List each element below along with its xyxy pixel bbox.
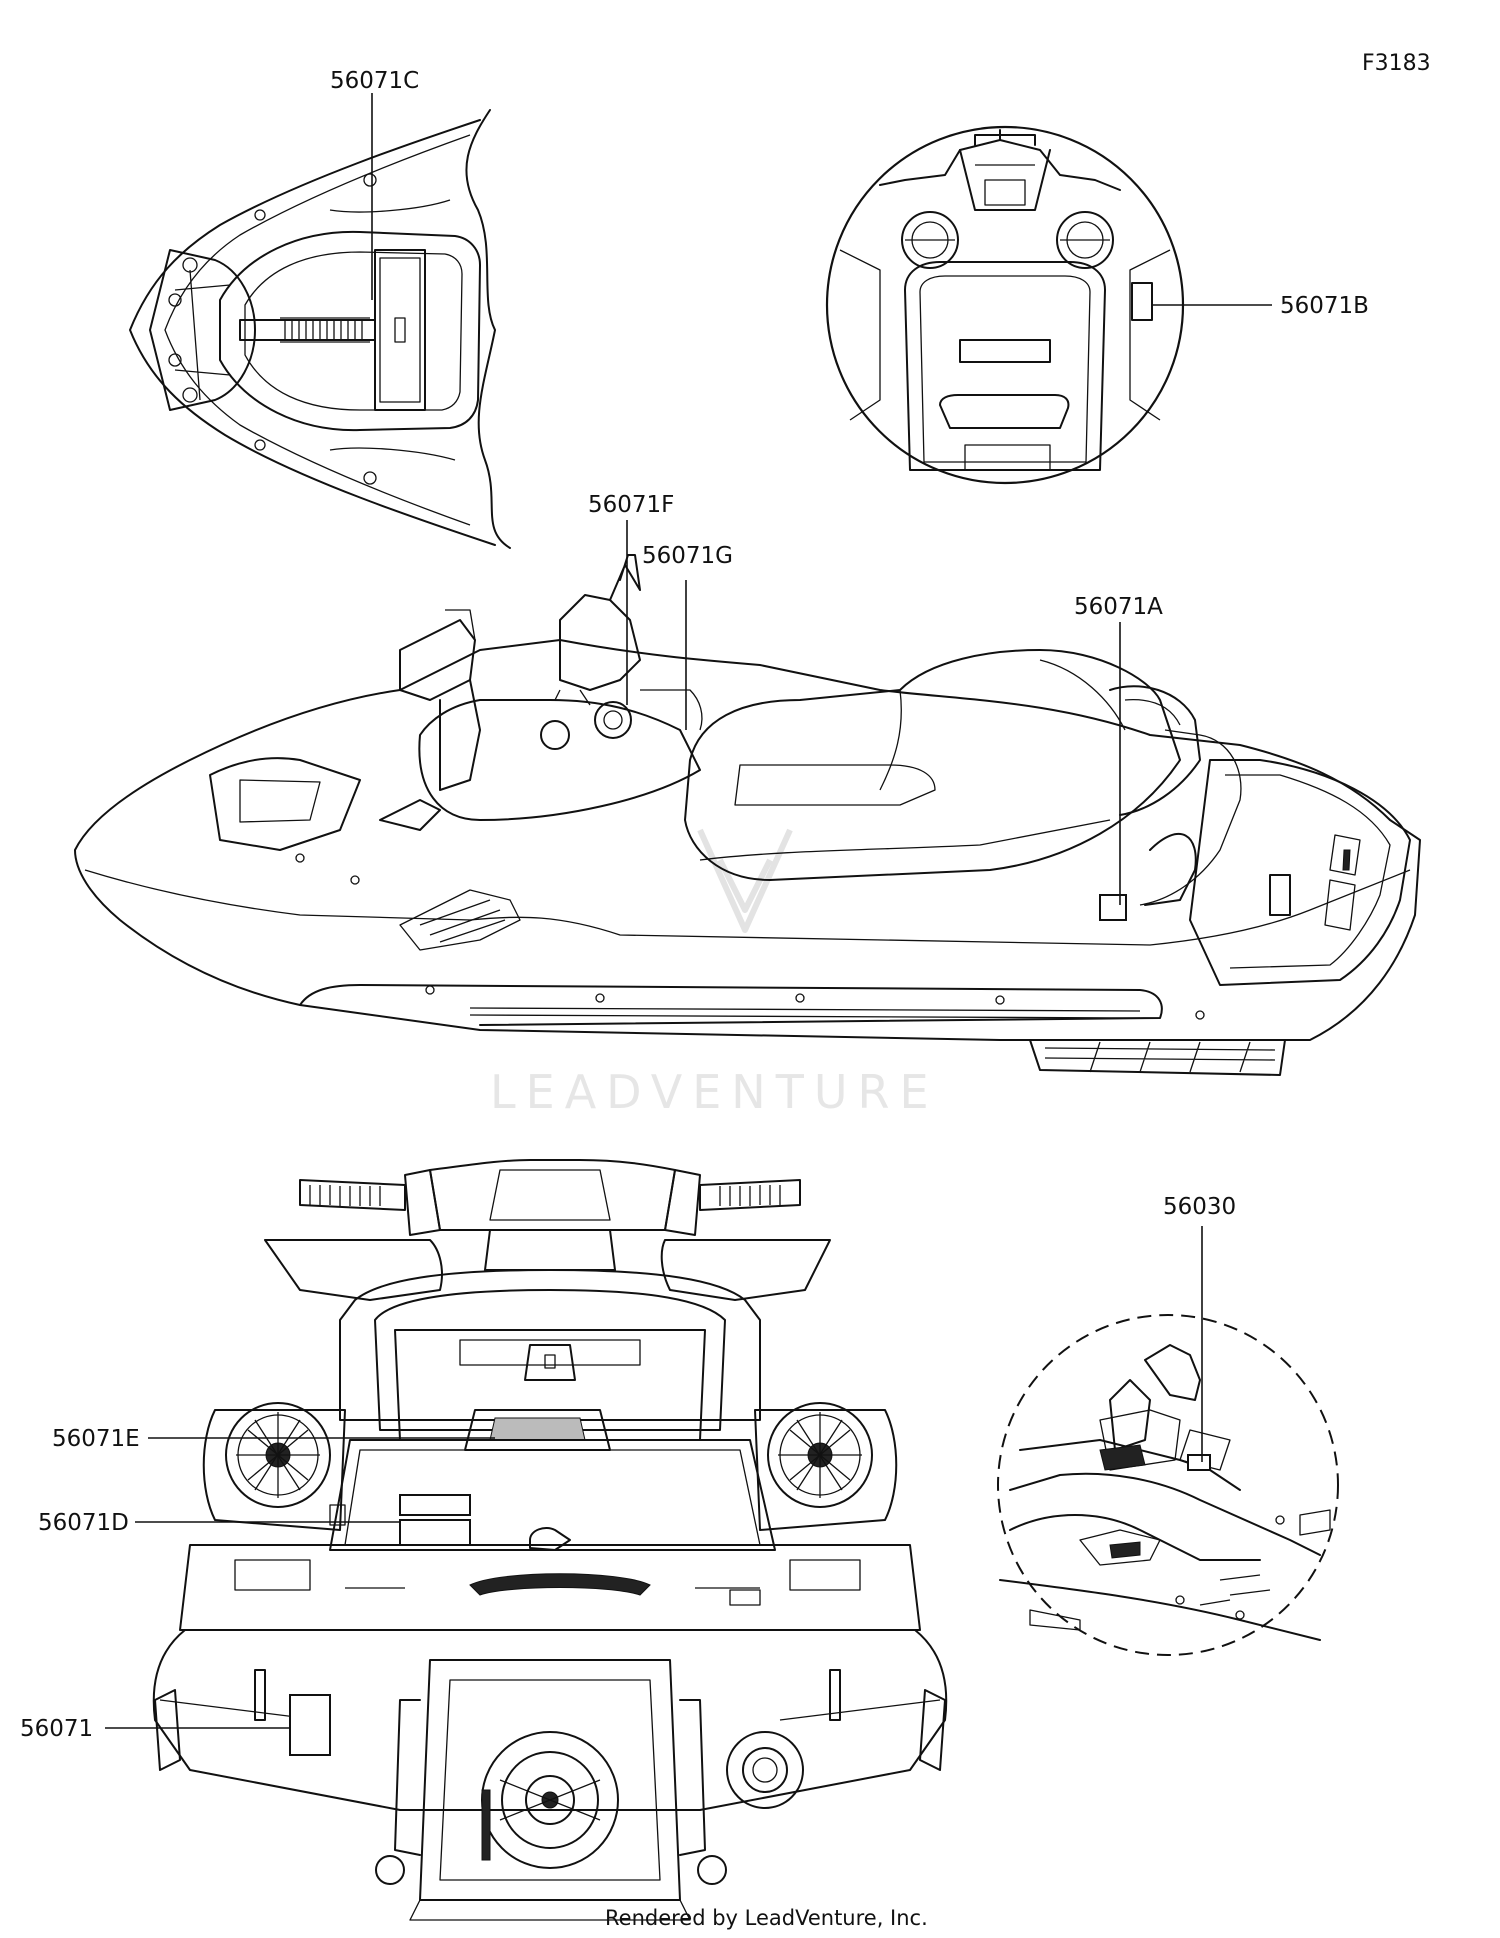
label-56071B: 56071B xyxy=(1280,293,1369,319)
label-56030: 56030 xyxy=(1163,1194,1236,1220)
label-56071: 56071 xyxy=(20,1716,93,1742)
storage-circle-detail xyxy=(825,125,1185,485)
bow-top-view xyxy=(129,109,511,549)
label-56071F: 56071F xyxy=(588,492,674,518)
side-view xyxy=(74,554,1421,1076)
figure-code: F3183 xyxy=(1362,51,1431,76)
label-56071A: 56071A xyxy=(1074,594,1163,620)
side-dashed-circle-detail xyxy=(997,1314,1339,1656)
part-labels: 56071C 56071B 56071F 56071G 56071A 56030… xyxy=(20,68,1369,1742)
watermark: LEADVENTURE xyxy=(490,828,939,1119)
watermark-text: LEADVENTURE xyxy=(490,1065,939,1119)
label-56071C: 56071C xyxy=(330,68,419,94)
label-56071D: 56071D xyxy=(38,1510,129,1536)
footer-credit: Rendered by LeadVenture, Inc. xyxy=(605,1906,928,1930)
label-56071E: 56071E xyxy=(52,1426,140,1452)
rear-view xyxy=(152,1159,948,1921)
label-56071G: 56071G xyxy=(642,543,733,569)
leader-lines xyxy=(105,93,1272,1729)
